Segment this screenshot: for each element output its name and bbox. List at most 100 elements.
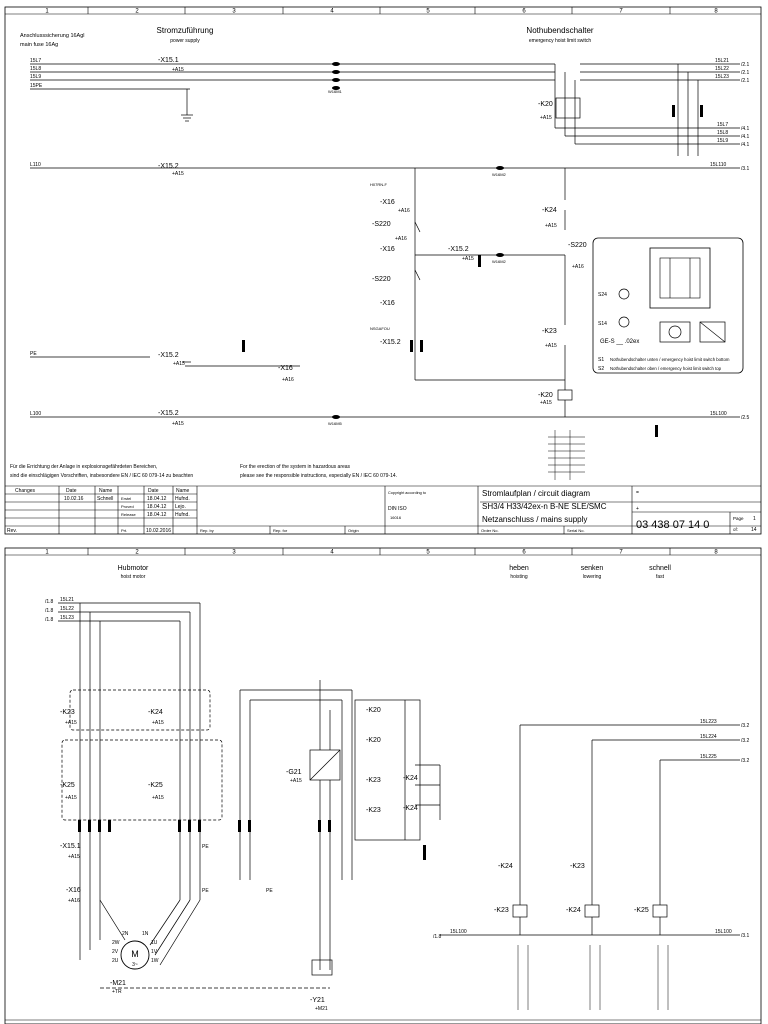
cable-label: W16M2 xyxy=(492,172,507,177)
tb-changes-header: Changes xyxy=(15,488,36,494)
terminal-x16: -X16 xyxy=(66,887,81,894)
tb-name-header: Name xyxy=(176,488,190,494)
right-wire-labels: 15L21 15L22 15L23 15L7 15L8 15L9 15L110 … xyxy=(710,58,750,421)
contactor-k25: -K25 xyxy=(634,907,649,914)
column-number: 3 xyxy=(232,550,236,556)
wire-label: PE xyxy=(30,351,37,357)
motor-terminal: 1U xyxy=(151,940,158,946)
terminal-x15-1: -X15.1 xyxy=(60,843,81,850)
terminal-a15: +A15 xyxy=(462,256,474,262)
terminal-x16: -X16 xyxy=(380,199,395,206)
column-number: 7 xyxy=(619,9,623,15)
terminal-x15-2: -X15.2 xyxy=(158,163,179,170)
terminal-a15: +A15 xyxy=(65,720,77,726)
incoming-wire-labels: /1.8 /1.8 /1.8 15L21 15L22 15L23 xyxy=(45,597,74,623)
sheet-2-column-numbers: 1 2 3 4 5 6 7 8 xyxy=(45,550,718,556)
xref: /1.8 xyxy=(45,599,54,605)
tb-rep-by: Rep. by xyxy=(200,528,214,533)
contactor-k20: -K20 xyxy=(538,392,553,399)
tb-plus: + xyxy=(636,506,639,512)
wire-label: 15L100 xyxy=(710,411,727,417)
hazard-notes: Für die Errichtung der Anlage in explosi… xyxy=(10,464,397,479)
switch-s220: -S220 xyxy=(372,276,391,283)
tb-din-number: 16016 xyxy=(390,515,402,520)
terminal-a16: +A16 xyxy=(68,898,80,904)
xref: /1.8 xyxy=(433,934,442,940)
terminal-a15: +A15 xyxy=(65,795,77,801)
motor-terminal: 2N xyxy=(122,931,129,937)
terminal-a15: +A15 xyxy=(540,400,552,406)
terminal-labels: -X15.1 +A15 -X15.2 +A15 -X16 +A16 -S220 … xyxy=(158,57,587,427)
fuse-note-de: Anschlusssicherung 16Agl xyxy=(20,33,85,39)
sheet-2-column-dividers xyxy=(87,548,671,555)
heben-subtitle: hoisting xyxy=(510,574,527,580)
tb-date-header: Date xyxy=(148,488,159,494)
estop-title: Nothubendschalter xyxy=(526,26,593,35)
contactor-k24: -K24 xyxy=(498,863,513,870)
fuse-note-en: main fuse 16Ag xyxy=(20,42,58,48)
terminal-a15: +A15 xyxy=(152,795,164,801)
cable-label: W16M1 xyxy=(328,89,343,94)
legend-text: Nothubendschalter unten / emergency hois… xyxy=(610,357,730,362)
sheet-2-sublabels: +A15 +A15 +A15 +A15 +A15 +A16 +A15 PE PE… xyxy=(65,720,302,904)
terminal-a16: +A16 xyxy=(282,377,294,383)
contactor-k24: -K24 xyxy=(403,775,418,782)
terminal-block-symbols xyxy=(78,820,426,860)
switch-legend: S1 Nothubendschalter unten / emergency h… xyxy=(598,357,730,372)
switch-s220: -S220 xyxy=(372,221,391,228)
wire-label: 15L7 xyxy=(30,58,41,64)
note-de-line-1: Für die Errichtung der Anlage in explosi… xyxy=(10,464,157,470)
tb-order-no: Order No. xyxy=(481,528,499,533)
wire-label: 15L110 xyxy=(710,162,727,168)
tb-of: 14 xyxy=(751,527,757,533)
terminal-pe: PE xyxy=(202,844,209,850)
tb-date-header: Date xyxy=(66,488,77,494)
terminal-a15: +A15 xyxy=(545,343,557,349)
motor-terminal: 1W xyxy=(151,958,159,964)
wire-label: 15L22 xyxy=(60,606,74,612)
tb-rev: Rev. xyxy=(7,528,17,534)
tb-date: 18.04.12 xyxy=(147,512,167,518)
terminal-a15: +A15 xyxy=(540,115,552,121)
terminal-a15: +A15 xyxy=(290,778,302,784)
motor-m21: M 3~ -M21 +TR -Y21 +M21 xyxy=(110,940,328,1012)
wire-label: 15L9 xyxy=(717,138,728,144)
left-wire-labels: 15L7 15L8 15L9 15PE L110 PE L100 xyxy=(30,58,43,417)
motor-subtitle: hoist motor xyxy=(121,574,146,580)
wire-label: 15L8 xyxy=(717,130,728,136)
rectifier-g21: -G21 xyxy=(286,769,302,776)
brake-location: +M21 xyxy=(315,1006,328,1012)
tb-role: Proved xyxy=(121,504,134,509)
tb-name: Hufnd. xyxy=(175,496,190,502)
motor-terminal: 1V xyxy=(151,949,158,955)
column-number: 1 xyxy=(45,550,49,556)
motor-terminal: 1N xyxy=(142,931,149,937)
switch-s220: -S220 xyxy=(568,242,587,249)
contactor-k20: -K20 xyxy=(366,737,381,744)
sheet-1-column-numbers: 1 2 3 4 5 6 7 8 xyxy=(45,9,718,15)
contact-table xyxy=(548,430,585,480)
tb-of-label: of: xyxy=(733,527,738,532)
power-supply-title: Stromzuführung xyxy=(157,26,214,35)
terminal-a15: +A15 xyxy=(152,720,164,726)
column-number: 5 xyxy=(426,550,430,556)
tb-date: 10.02.2016 xyxy=(146,528,171,534)
tb-title-2: SH3/4 H33/42ex-n B-NE SLE/SMC xyxy=(482,502,607,511)
sheet-2-right-wire-labels: 15L223 15L224 15L225 15L100 /3.2 /3.2 /3… xyxy=(433,719,750,940)
motor-phase: 3~ xyxy=(132,962,138,968)
sheet-1-wiring xyxy=(30,63,740,418)
terminal-x15-2: -X15.2 xyxy=(448,246,469,253)
wire-label: 15L21 xyxy=(60,597,74,603)
sheet-1-border xyxy=(4,6,762,535)
contactor-k20: -K20 xyxy=(366,707,381,714)
terminal-a15: +A15 xyxy=(172,67,184,73)
note-de-line-2: sind die einschlägigen Vorschriften, ins… xyxy=(10,473,193,479)
xref: /3.2 xyxy=(741,738,750,744)
wire-label: 15PE xyxy=(30,83,43,89)
tb-rep-for: Rep. for xyxy=(273,528,288,533)
xref: /4.1 xyxy=(741,142,750,148)
tb-origin: Origin xyxy=(348,528,359,533)
sheet-1-column-dividers xyxy=(87,7,671,14)
legend-text: Nothubendschalter oben / emergency hoist… xyxy=(610,366,722,371)
